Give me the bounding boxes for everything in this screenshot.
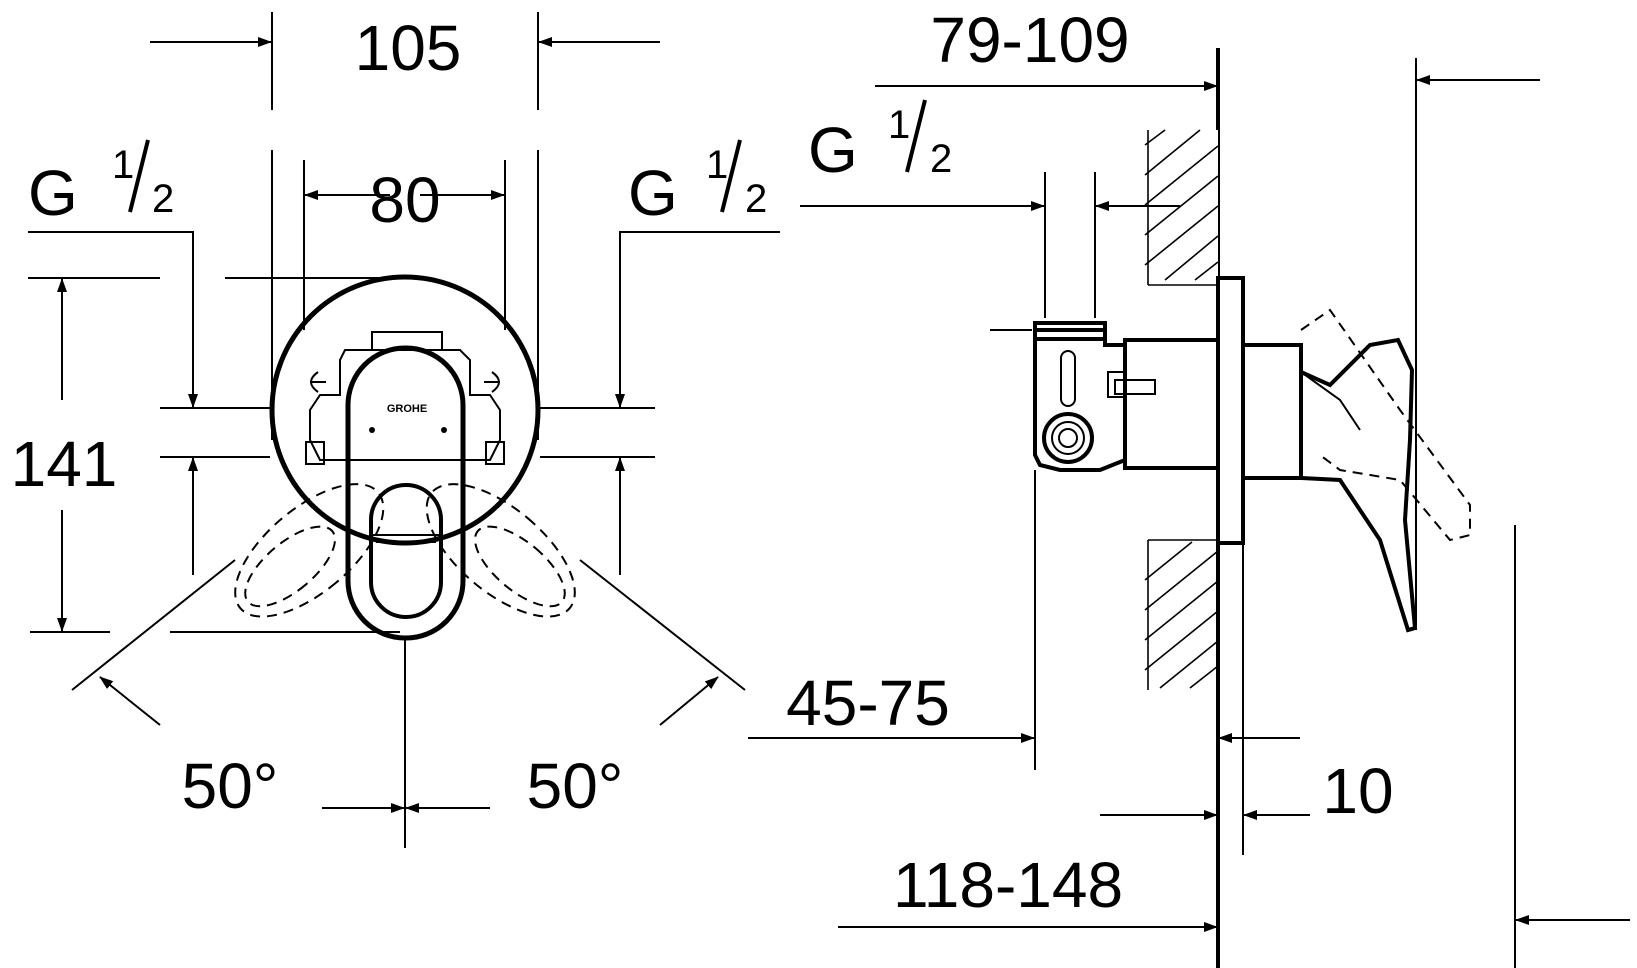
- dim-79-109: 79-109: [930, 4, 1129, 76]
- thread-label-front-right: G 1 2: [628, 139, 767, 229]
- svg-text:G: G: [28, 157, 78, 229]
- front-view: GROHE: [28, 12, 780, 848]
- thread-label-front-left: G 1 2: [28, 139, 174, 229]
- svg-text:1: 1: [888, 103, 910, 147]
- dim-80: 80: [369, 164, 440, 236]
- dim-45-75: 45-75: [786, 667, 950, 739]
- side-view: [748, 48, 1630, 968]
- svg-text:G: G: [628, 157, 678, 229]
- svg-text:2: 2: [930, 137, 952, 181]
- svg-text:2: 2: [745, 177, 767, 221]
- svg-text:2: 2: [152, 177, 174, 221]
- dim-141: 141: [11, 428, 118, 500]
- dim-angle-left: 50°: [182, 750, 279, 822]
- svg-text:1: 1: [706, 143, 728, 187]
- dim-118-148: 118-148: [893, 849, 1123, 921]
- thread-label-side: G 1 2: [808, 99, 952, 186]
- dim-angle-right: 50°: [527, 750, 624, 822]
- dim-10: 10: [1322, 755, 1393, 827]
- svg-text:G: G: [808, 114, 858, 186]
- logo: GROHE: [387, 403, 427, 415]
- svg-text:1: 1: [112, 143, 134, 187]
- dim-105: 105: [355, 12, 462, 84]
